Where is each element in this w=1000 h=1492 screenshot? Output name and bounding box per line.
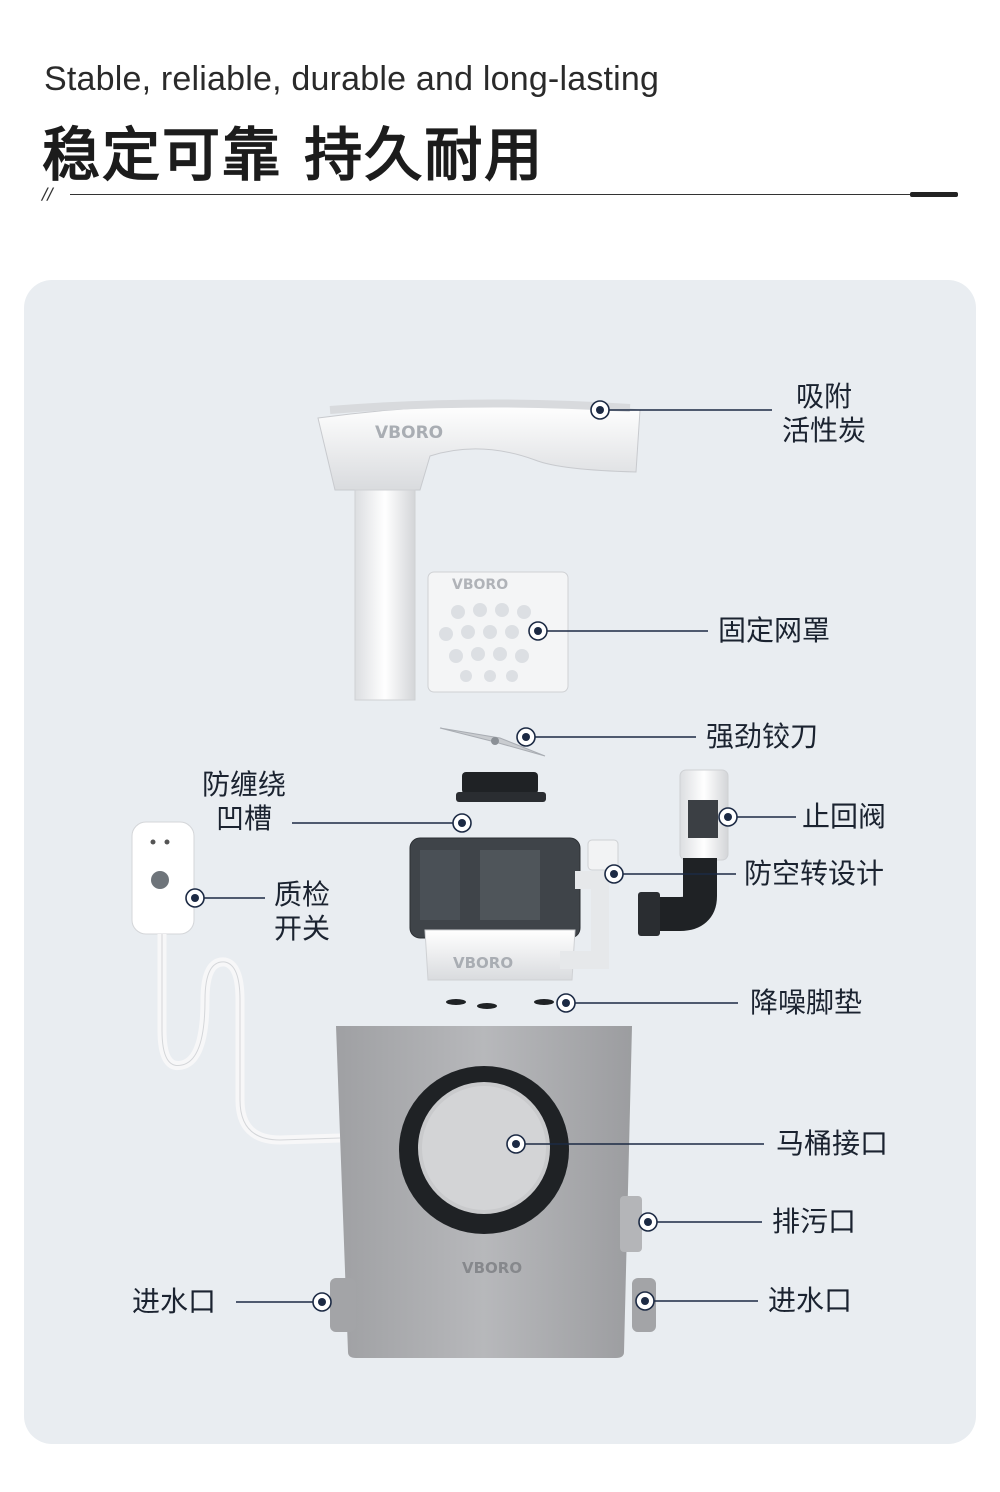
callout-inlet-left-label: 进水口 bbox=[132, 1285, 217, 1318]
callout-groove-label: 防缠绕 凹槽 bbox=[202, 768, 286, 836]
callout-outlet-label: 排污口 bbox=[772, 1205, 857, 1238]
check-valve-part bbox=[638, 769, 729, 936]
page-subtitle: Stable, reliable, durable and long-lasti… bbox=[44, 60, 660, 98]
divider-accent bbox=[910, 192, 958, 197]
tank-part: VBORO bbox=[330, 1026, 656, 1358]
feet-part bbox=[446, 999, 554, 1009]
divider-mark: // bbox=[42, 184, 53, 203]
lid-brand: VBORO bbox=[375, 423, 443, 443]
callout-lines bbox=[195, 409, 796, 1303]
divider-line bbox=[70, 194, 910, 195]
callout-switch-line2: 开关 bbox=[274, 912, 331, 945]
callout-mesh-label: 固定网罩 bbox=[718, 614, 831, 647]
callout-markers bbox=[185, 400, 738, 1312]
switch-part bbox=[131, 821, 341, 1145]
callout-inlet-right-label: 进水口 bbox=[768, 1284, 853, 1317]
tank-brand: VBORO bbox=[462, 1259, 522, 1277]
callout-anti-dry-label: 防空转设计 bbox=[744, 857, 885, 890]
callout-toilet-port-label: 马桶接口 bbox=[776, 1127, 889, 1160]
callout-feet-label: 降噪脚垫 bbox=[750, 986, 863, 1019]
callout-check-valve-label: 止回阀 bbox=[802, 800, 887, 833]
motor-brand: VBORO bbox=[453, 954, 513, 972]
callout-groove-line1: 防缠绕 bbox=[202, 768, 287, 801]
mesh-cage-part: VBORO bbox=[427, 571, 569, 693]
callout-carbon-line1: 吸附 bbox=[796, 380, 853, 413]
callout-switch-line1: 质检 bbox=[274, 878, 331, 911]
callout-blade-label: 强劲铰刀 bbox=[706, 720, 819, 753]
blade-part bbox=[439, 727, 546, 757]
motor-assembly-part: VBORO bbox=[409, 772, 619, 981]
cage-brand: VBORO bbox=[452, 577, 508, 593]
lid-part: VBORO bbox=[317, 399, 641, 701]
callout-carbon-label: 吸附 活性炭 bbox=[782, 380, 866, 448]
callout-switch-label: 质检 开关 bbox=[274, 878, 330, 946]
page-title: 稳定可靠 持久耐用 bbox=[42, 121, 545, 189]
callout-carbon-line2: 活性炭 bbox=[782, 414, 867, 447]
callout-groove-line2: 凹槽 bbox=[216, 802, 273, 835]
